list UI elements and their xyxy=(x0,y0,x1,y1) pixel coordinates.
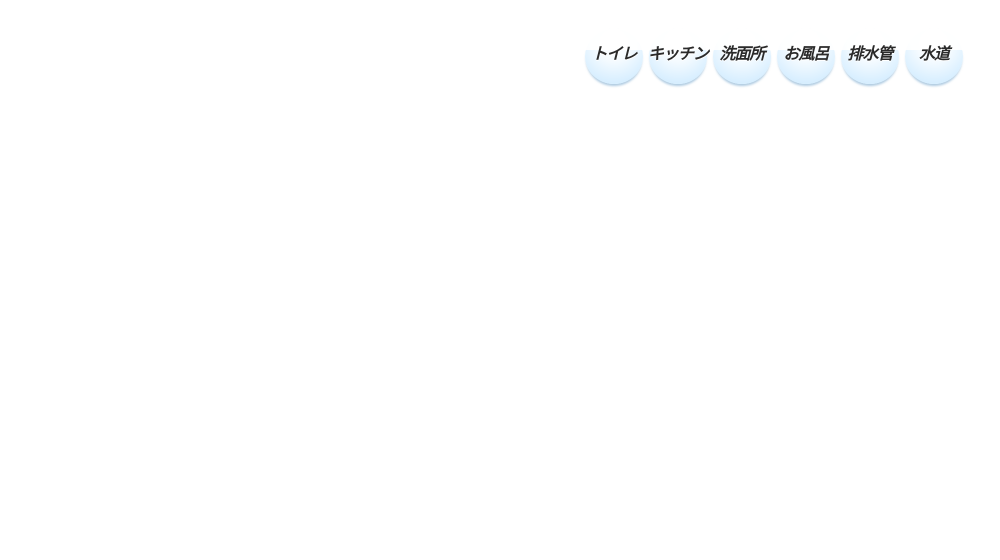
nav-item-label: 洗面所 xyxy=(719,44,765,63)
nav-item-label: お風呂 xyxy=(783,44,829,63)
nav-item-water[interactable]: 水道 xyxy=(905,28,963,84)
nav-item-bath[interactable]: お風呂 xyxy=(777,28,835,84)
nav-item-kitchen[interactable]: キッチン xyxy=(648,28,709,84)
nav-item-label: トイレ xyxy=(591,44,637,63)
nav-item-washroom[interactable]: 洗面所 xyxy=(713,28,771,84)
nav-item-toilet[interactable]: トイレ xyxy=(585,28,643,84)
nav-item-label: キッチン xyxy=(648,44,709,63)
nav-item-label: 水道 xyxy=(918,44,950,63)
nav-item-drain-pipe[interactable]: 排水管 xyxy=(841,28,899,84)
category-nav: トイレ キッチン 洗面所 お風呂 排水管 水道 xyxy=(585,28,963,84)
nav-item-label: 排水管 xyxy=(847,44,893,63)
